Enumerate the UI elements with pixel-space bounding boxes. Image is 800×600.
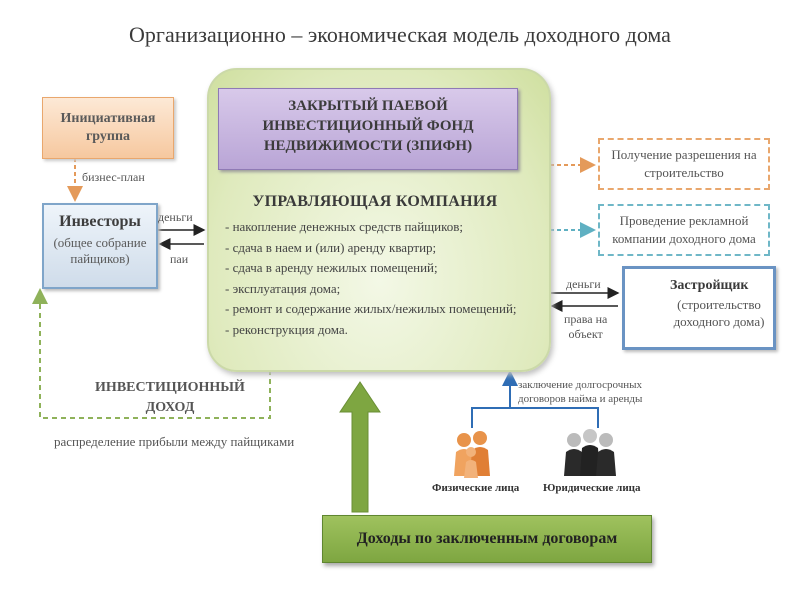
investment-income-label: ИНВЕСТИЦИОННЫЙ ДОХОД (85, 378, 255, 418)
management-item: - сдача в наем и (или) аренду квартир; (225, 239, 437, 255)
legal-entities-icon (564, 429, 616, 476)
investors-title: Инвесторы (59, 213, 141, 230)
advertising-line1: Проведение рекламной (619, 213, 749, 228)
permit-line1: Получение разрешения на (611, 147, 757, 162)
profit-distribution-label: распределение прибыли между пайщиками (54, 434, 295, 449)
contracts-branch (471, 407, 599, 428)
advertising-box: Проведение рекламной компании доходного д… (598, 204, 770, 256)
legal-entities-label: Юридические лица (543, 482, 641, 494)
big-green-arrow (339, 381, 381, 513)
fund-line2: ИНВЕСТИЦИОННЫЙ ФОНД (262, 118, 474, 134)
management-item: - сдача в аренду нежилых помещений; (225, 260, 438, 275)
fund-box: ЗАКРЫТЫЙ ПАЕВОЙ ИНВЕСТИЦИОННЫЙ ФОНД НЕДВ… (218, 88, 518, 170)
contracts-line1: заключение долгосрочных (518, 379, 643, 391)
investment-income-line2: ДОХОД (145, 400, 195, 415)
management-item: - реконструкция дома. (225, 321, 348, 337)
management-item: - накопление денежных средств пайщиков; (225, 219, 464, 234)
contracts-line2: договоров найма и аренды (518, 393, 643, 405)
money-label-right: деньги (566, 277, 601, 291)
management-title: УПРАВЛЯЮЩАЯ КОМПАНИЯ (252, 193, 498, 210)
business-plan-label: бизнес-план (82, 170, 145, 184)
initiative-group-box: Инициативная группа (42, 97, 174, 159)
investors-line1: (общее собрание (53, 235, 147, 250)
management-item: - эксплуатация дома; (225, 280, 341, 296)
developer-title: Застройщик (670, 278, 749, 293)
fund-line1: ЗАКРЫТЫЙ ПАЕВОЙ (288, 98, 448, 114)
initiative-group-line2: группа (85, 129, 131, 144)
rights-line2: объект (568, 327, 603, 341)
individuals-icon (454, 431, 490, 478)
rights-line1: права на (564, 312, 608, 326)
management-list: - накопление денежных средств пайщиков; … (225, 217, 535, 340)
developer-line2: доходного дома) (673, 314, 765, 329)
contract-income-box: Доходы по заключенным договорам (322, 515, 652, 563)
investment-income-line1: ИНВЕСТИЦИОННЫЙ (95, 380, 245, 395)
page-title: Организационно – экономическая модель до… (129, 22, 671, 47)
initiative-group-line1: Инициативная (60, 111, 156, 126)
fund-line3: НЕДВИЖИМОСТИ (ЗПИФН) (263, 138, 473, 154)
developer-subtitle: (строительство доходного дома) (665, 296, 773, 330)
individuals-label: Физические лица (432, 482, 520, 494)
management-item: - ремонт и содержание жилых/нежилых поме… (225, 301, 517, 316)
developer-box (622, 266, 776, 350)
money-label-left: деньги (158, 210, 193, 224)
long-term-contracts-label: заключение долгосрочных договоров найма и… (518, 378, 668, 406)
permit-box: Получение разрешения на строительство (598, 138, 770, 190)
advertising-line2: компании доходного дома (612, 231, 756, 246)
investors-line2: пайщиков) (70, 251, 130, 266)
developer-line1: (строительство (677, 297, 761, 312)
permit-line2: строительство (644, 165, 724, 180)
shares-label: паи (170, 252, 189, 266)
income-loop (32, 288, 271, 419)
contract-income-label: Доходы по заключенным договорам (356, 530, 618, 547)
